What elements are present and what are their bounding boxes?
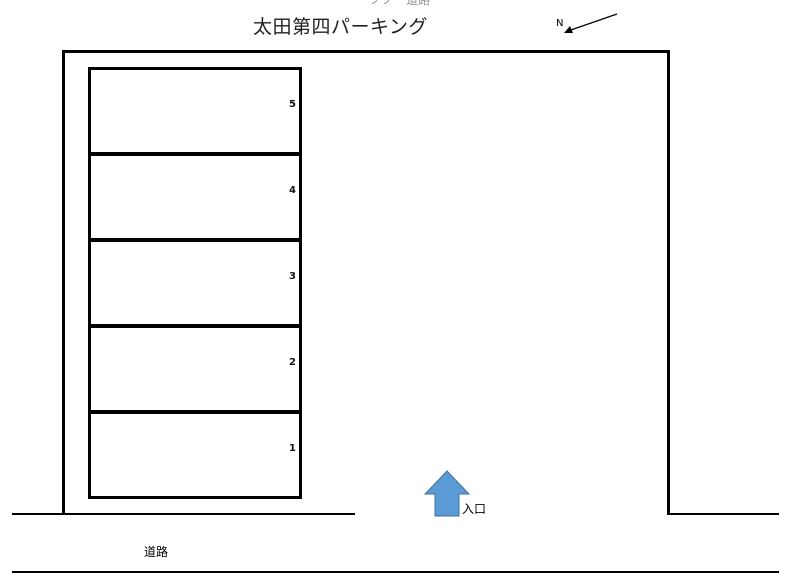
slot-number: 1 bbox=[289, 443, 296, 454]
north-label: N bbox=[556, 18, 564, 29]
parking-slot-2: 2 bbox=[88, 325, 302, 413]
road-edge-left bbox=[12, 513, 355, 515]
page-title: 太田第四パーキング bbox=[253, 16, 428, 38]
road-edge-right bbox=[670, 513, 779, 515]
parking-lot-outline bbox=[62, 50, 670, 515]
north-arrow-icon bbox=[564, 13, 618, 33]
top-road-label-partial: ノノ一道路 bbox=[370, 0, 431, 7]
parking-slot-4: 4 bbox=[88, 153, 302, 241]
slot-number: 2 bbox=[289, 357, 296, 368]
entrance-label: 入口 bbox=[462, 502, 487, 516]
road-edge-bottom bbox=[12, 571, 779, 573]
parking-slot-1: 1 bbox=[88, 411, 302, 499]
slot-number: 3 bbox=[289, 271, 296, 282]
parking-slot-3: 3 bbox=[88, 239, 302, 327]
slot-number: 5 bbox=[289, 99, 296, 110]
parking-slot-5: 5 bbox=[88, 67, 302, 155]
road-label: 道路 bbox=[144, 545, 169, 559]
slot-number: 4 bbox=[289, 185, 296, 196]
entrance-arrow-icon bbox=[424, 470, 471, 517]
